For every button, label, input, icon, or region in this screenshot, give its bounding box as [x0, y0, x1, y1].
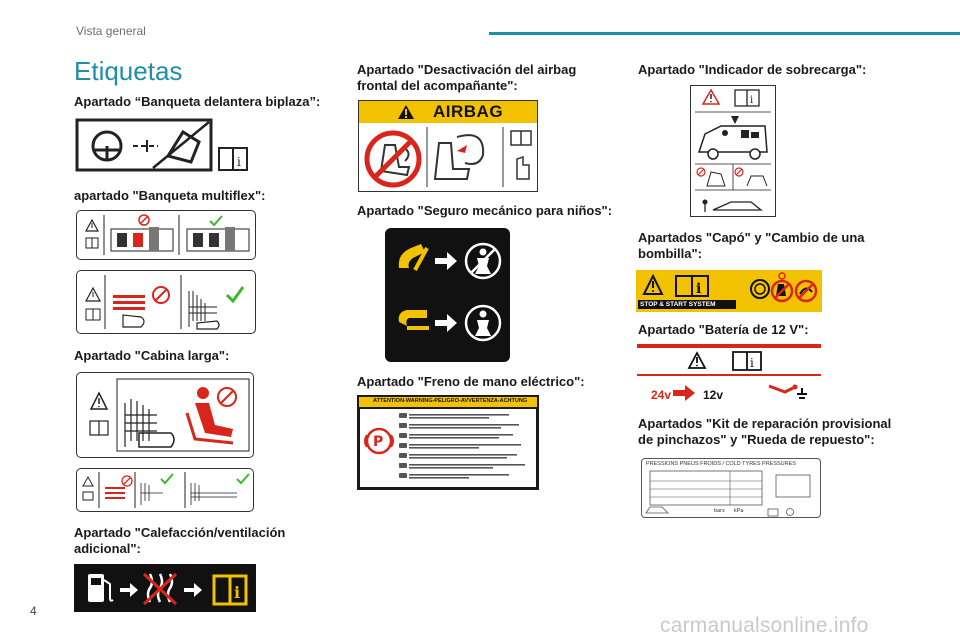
section-header: Vista general: [76, 24, 146, 38]
svg-text:i: i: [750, 95, 753, 106]
label-overload: i: [690, 85, 776, 217]
manual-icon: [767, 508, 779, 517]
svg-text:i: i: [696, 281, 701, 297]
manual-icon: i: [212, 574, 248, 606]
warning-icon: [687, 351, 707, 369]
stop-start-text: STOP & START SYSTEM: [640, 301, 716, 308]
svg-text:i: i: [234, 583, 240, 602]
warning-icon: [89, 391, 109, 410]
car-icon: [645, 506, 669, 514]
heading-handbrake: Apartado "Freno de mano eléctrico":: [357, 374, 585, 389]
heading-battery: Apartado "Batería de 12 V":: [638, 322, 809, 337]
manual-icon: [82, 491, 94, 501]
unlock-lever-icon: [398, 310, 429, 330]
heading-airbag: Apartado "Desactivación del airbag front…: [357, 62, 577, 93]
label-handbrake: ATTENTION-WARNING-PELIGRO-AVVERTENZA-ACH…: [357, 395, 539, 490]
fuel-pump-icon: [88, 574, 114, 602]
manual-icon: i: [218, 147, 248, 171]
manual-icon: i: [734, 89, 760, 107]
label-tyre-pressure: PRESSIONS PNEUS FROIDS / COLD TYRES PRES…: [641, 458, 821, 518]
label-multiflex-2: [76, 270, 256, 334]
overloaded-van-icon: [697, 116, 768, 160]
heading-heating: Apartado "Calefacción/ventilación adicio…: [74, 525, 286, 556]
no-child-seat-icon: [364, 130, 422, 188]
airbag-word: AIRBAG: [433, 102, 504, 121]
no-fan-icon: [794, 279, 818, 303]
tyre-bars: bars: [714, 508, 725, 514]
manual-icon: [85, 237, 99, 249]
manual-icon: i: [732, 351, 762, 371]
jump-cable-icon: [768, 384, 807, 399]
manual-icon: [510, 130, 532, 146]
label-multiflex-1: [76, 210, 256, 260]
watermark: carmanualsonline.info: [660, 614, 869, 637]
battery-24v: 24v: [651, 388, 672, 402]
child-icon-locked: [464, 242, 502, 280]
label-cab-long-small: [76, 468, 254, 512]
warning-icon: [82, 475, 94, 487]
heading-bonnet: Apartados "Capó" y "Cambio de una bombil…: [638, 230, 865, 261]
heat-icon: [142, 572, 178, 606]
child-icon-unlocked: [464, 304, 502, 342]
warning-icon: [398, 105, 414, 119]
no-hand-icon: [770, 272, 794, 303]
label-airbag: AIRBAG: [358, 100, 538, 192]
label-child-lock: [385, 228, 510, 362]
tyre-kpa: kPa: [734, 508, 744, 514]
label-heating: i: [74, 564, 256, 612]
manual-icon: i: [675, 275, 709, 297]
tyre-pressure-header: PRESSIONS PNEUS FROIDS / COLD TYRES PRES…: [646, 461, 796, 467]
warning-icon: [84, 218, 100, 232]
manual-icon: [85, 308, 101, 321]
page-number: 4: [30, 604, 37, 618]
header-accent-bar: [489, 32, 960, 35]
warning-icon: [642, 273, 664, 295]
label-bonnet: i STOP & START SYSTEM: [636, 270, 822, 312]
heading-tyre: Apartados "Kit de reparación provisional…: [638, 416, 892, 447]
battery-12v: 12v: [703, 388, 724, 402]
page-title: Etiquetas: [74, 56, 183, 86]
warning-icon: [84, 286, 102, 302]
heading-overload: Apartado "Indicador de sobrecarga":: [638, 62, 867, 77]
heading-cab-long: Apartado "Cabina larga":: [74, 348, 230, 363]
handbrake-warning-title: ATTENTION-WARNING-PELIGRO-AVVERTENZA-ACH…: [373, 398, 528, 404]
spring-icon: [750, 279, 770, 299]
label-cab-long: [76, 372, 254, 458]
heading-bench-multiflex: apartado "Banqueta multiflex":: [74, 188, 266, 203]
lock-lever-icon: [398, 244, 429, 271]
svg-text:i: i: [237, 155, 241, 169]
tyre-icon: [786, 508, 794, 516]
airbag-seat-icon: [433, 134, 485, 180]
handbrake-text-lines: [399, 413, 525, 479]
parking-brake-icon: P: [364, 427, 394, 455]
manual-icon: [89, 420, 109, 436]
hand-icon: [516, 155, 530, 180]
svg-text:P: P: [373, 434, 383, 450]
heading-child-lock: Apartado "Seguro mecánico para niños":: [357, 203, 613, 218]
heading-bench-front: Apartado “Banqueta delantera biplaza”:: [74, 94, 321, 109]
label-bench-front: i: [73, 118, 253, 174]
warning-icon: [701, 88, 721, 105]
svg-text:i: i: [750, 356, 754, 370]
label-battery: i 24v 12v: [637, 344, 821, 408]
